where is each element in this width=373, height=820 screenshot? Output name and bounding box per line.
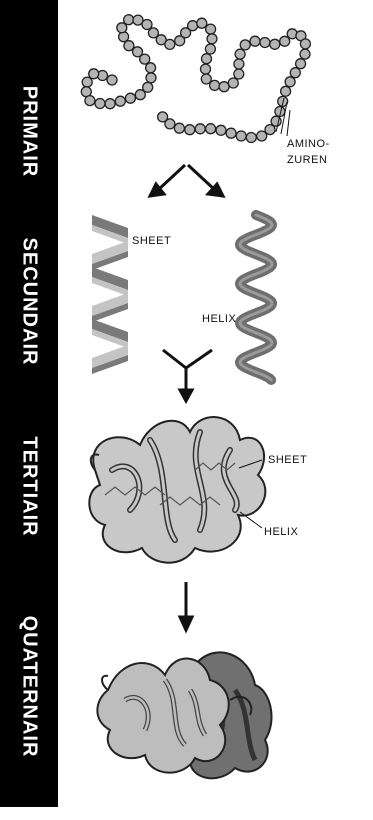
amino-acid-bead [85, 96, 95, 106]
amino-acid-bead [205, 44, 215, 54]
amino-acid-bead [219, 82, 229, 92]
amino-acid-bead [206, 124, 216, 134]
amino-acid-bead [202, 54, 212, 64]
amino-acid-bead [146, 73, 156, 83]
amino-acid-bead [206, 24, 216, 34]
amino-acid-bead [300, 39, 310, 49]
amino-acid-bead [143, 82, 153, 92]
amino-acids-label-line2: ZUREN [287, 153, 327, 167]
merge-arrow [163, 350, 212, 401]
amino-acid-bead [197, 18, 207, 28]
amino-acid-bead [158, 112, 168, 122]
amino-acid-bead [82, 77, 92, 87]
quaternary-structure [97, 652, 271, 778]
amino-acid-bead [300, 49, 310, 59]
amino-acid-bead [133, 47, 143, 57]
amino-acid-bead [124, 41, 134, 51]
amino-acid-bead [210, 80, 220, 90]
amino-acid-bead [195, 124, 205, 134]
amino-acid-bead [124, 15, 134, 25]
beta-sheet-shape [92, 215, 128, 374]
amino-acid-bead [226, 128, 236, 138]
amino-acid-bead [125, 93, 135, 103]
amino-acid-bead [146, 63, 156, 73]
tertiary-helix-label: HELIX [264, 525, 298, 539]
amino-acid-bead [119, 32, 129, 42]
split-arrows [150, 165, 223, 196]
tertiary-sheet-label: SHEET [268, 453, 307, 467]
down-arrow [180, 582, 192, 630]
amino-acid-bead [188, 21, 198, 31]
amino-acid-bead [228, 78, 238, 88]
amino-acid-bead [240, 40, 250, 50]
amino-acid-bead [296, 59, 306, 69]
tertiary-structure [89, 417, 265, 563]
amino-acid-bead [235, 49, 245, 59]
amino-acid-bead [290, 68, 300, 78]
amino-acid-bead [174, 123, 184, 133]
alpha-helix-shape [240, 215, 272, 380]
amino-acid-bead [246, 133, 256, 143]
amino-acid-bead [105, 99, 115, 109]
amino-acid-bead [95, 99, 105, 109]
amino-acid-bead [201, 64, 211, 74]
amino-acid-bead [281, 86, 291, 96]
amino-acid-chain [81, 15, 310, 143]
amino-acid-bead [260, 38, 270, 48]
amino-acid-bead [115, 96, 125, 106]
amino-acid-bead [117, 23, 127, 33]
amino-acid-bead [234, 59, 244, 69]
amino-acid-bead [216, 125, 226, 135]
amino-acid-bead [270, 39, 280, 49]
amino-acid-bead [89, 69, 99, 79]
amino-acid-bead [236, 131, 246, 141]
amino-acid-bead [165, 39, 175, 49]
amino-acid-bead [107, 75, 117, 85]
amino-acid-bead [207, 34, 217, 44]
amino-acids-label-line1: AMINO- [287, 137, 330, 151]
amino-acid-bead [257, 131, 267, 141]
amino-acid-bead [234, 69, 244, 79]
amino-acid-bead [285, 77, 295, 87]
amino-acid-bead [142, 20, 152, 30]
amino-acid-bead [185, 125, 195, 135]
amino-acid-bead [250, 36, 260, 46]
helix-label: HELIX [202, 312, 236, 326]
sheet-label: SHEET [132, 234, 171, 248]
amino-acid-bead [280, 36, 290, 46]
